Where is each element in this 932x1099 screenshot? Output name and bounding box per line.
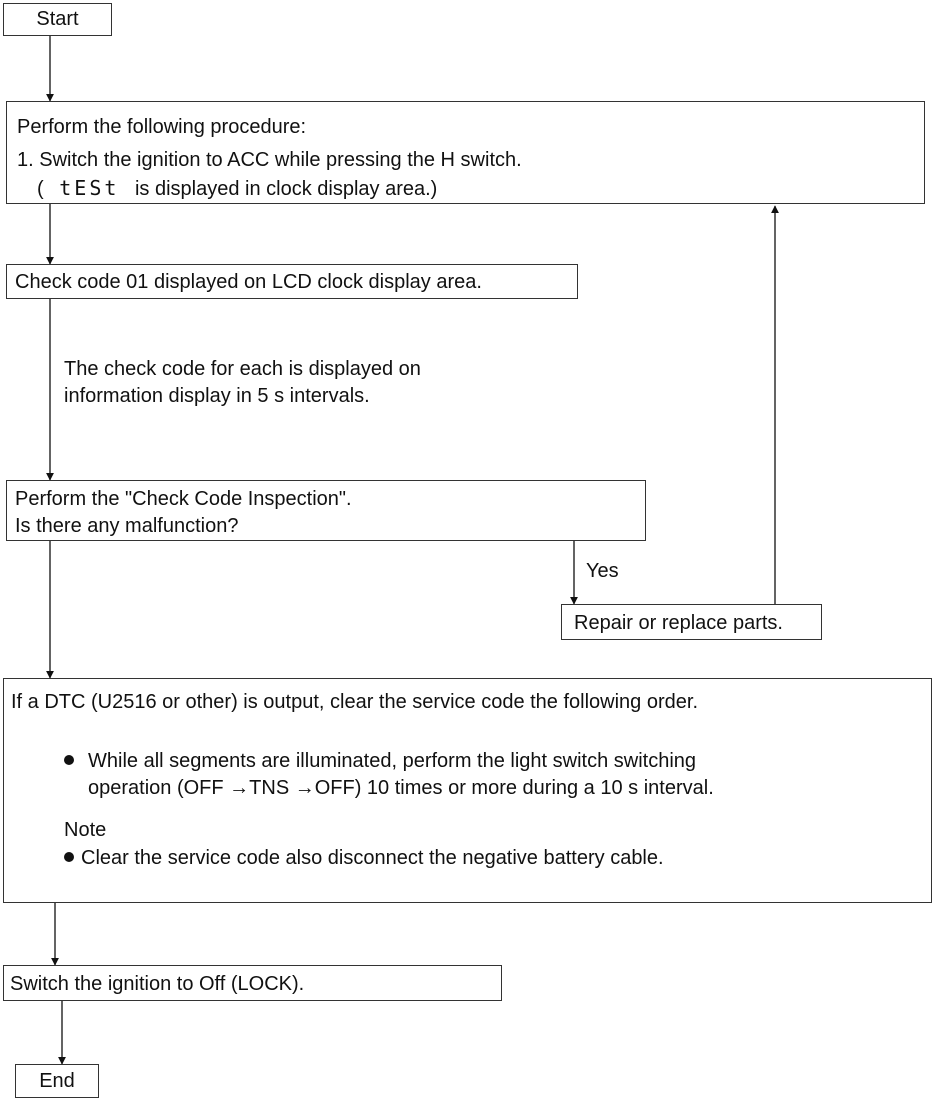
paren-open: (: [37, 178, 44, 200]
procedure-title: Perform the following procedure:: [17, 116, 307, 138]
dtc-bullet-line-2: operation (OFF →TNS →OFF) 10 times or mo…: [88, 777, 714, 799]
dtc-box: If a DTC (U2516 or other) is output, cle…: [3, 678, 932, 903]
start-label: Start: [36, 8, 79, 30]
dtc-note-bullet: Clear the service code also disconnect t…: [81, 847, 664, 869]
interval-note-line-2: information display in 5 s intervals.: [64, 385, 370, 407]
interval-note-line-1: The check code for each is displayed on: [64, 358, 421, 380]
inspection-line-2: Is there any malfunction?: [15, 515, 239, 537]
end-node: End: [15, 1064, 99, 1098]
end-label: End: [39, 1069, 75, 1092]
paren-rest: is displayed in clock display area.): [134, 178, 438, 200]
dtc-note-heading: Note: [64, 819, 107, 841]
dtc-intro: If a DTC (U2516 or other) is output, cle…: [11, 691, 699, 713]
ignition-off-text: Switch the ignition to Off (LOCK).: [10, 973, 305, 995]
bullet-dot: [64, 851, 74, 862]
start-node: Start: [3, 3, 112, 36]
procedure-box: Perform the following procedure: 1. Swit…: [6, 101, 925, 204]
procedure-item-1-detail: ( tESt is displayed in clock display are…: [37, 175, 437, 202]
check-code-box: Check code 01 displayed on LCD clock dis…: [6, 264, 578, 299]
dtc-bullet-marker-2: [64, 845, 74, 871]
bullet-dot: [64, 754, 74, 765]
dtc-bullet-marker-1: [64, 748, 74, 774]
repair-text: Repair or replace parts.: [574, 612, 783, 634]
procedure-item-1: 1. Switch the ignition to ACC while pres…: [17, 149, 522, 171]
yes-label: Yes: [586, 560, 619, 582]
check-code-text: Check code 01 displayed on LCD clock dis…: [15, 271, 482, 293]
repair-box: Repair or replace parts.: [561, 604, 822, 640]
dtc-bullet-line-1: While all segments are illuminated, perf…: [88, 750, 697, 772]
inspection-line-1: Perform the "Check Code Inspection".: [15, 488, 352, 510]
inspection-box: Perform the "Check Code Inspection". Is …: [6, 480, 646, 541]
ignition-off-box: Switch the ignition to Off (LOCK).: [3, 965, 502, 1001]
lcd-test-code: tESt: [59, 176, 120, 200]
